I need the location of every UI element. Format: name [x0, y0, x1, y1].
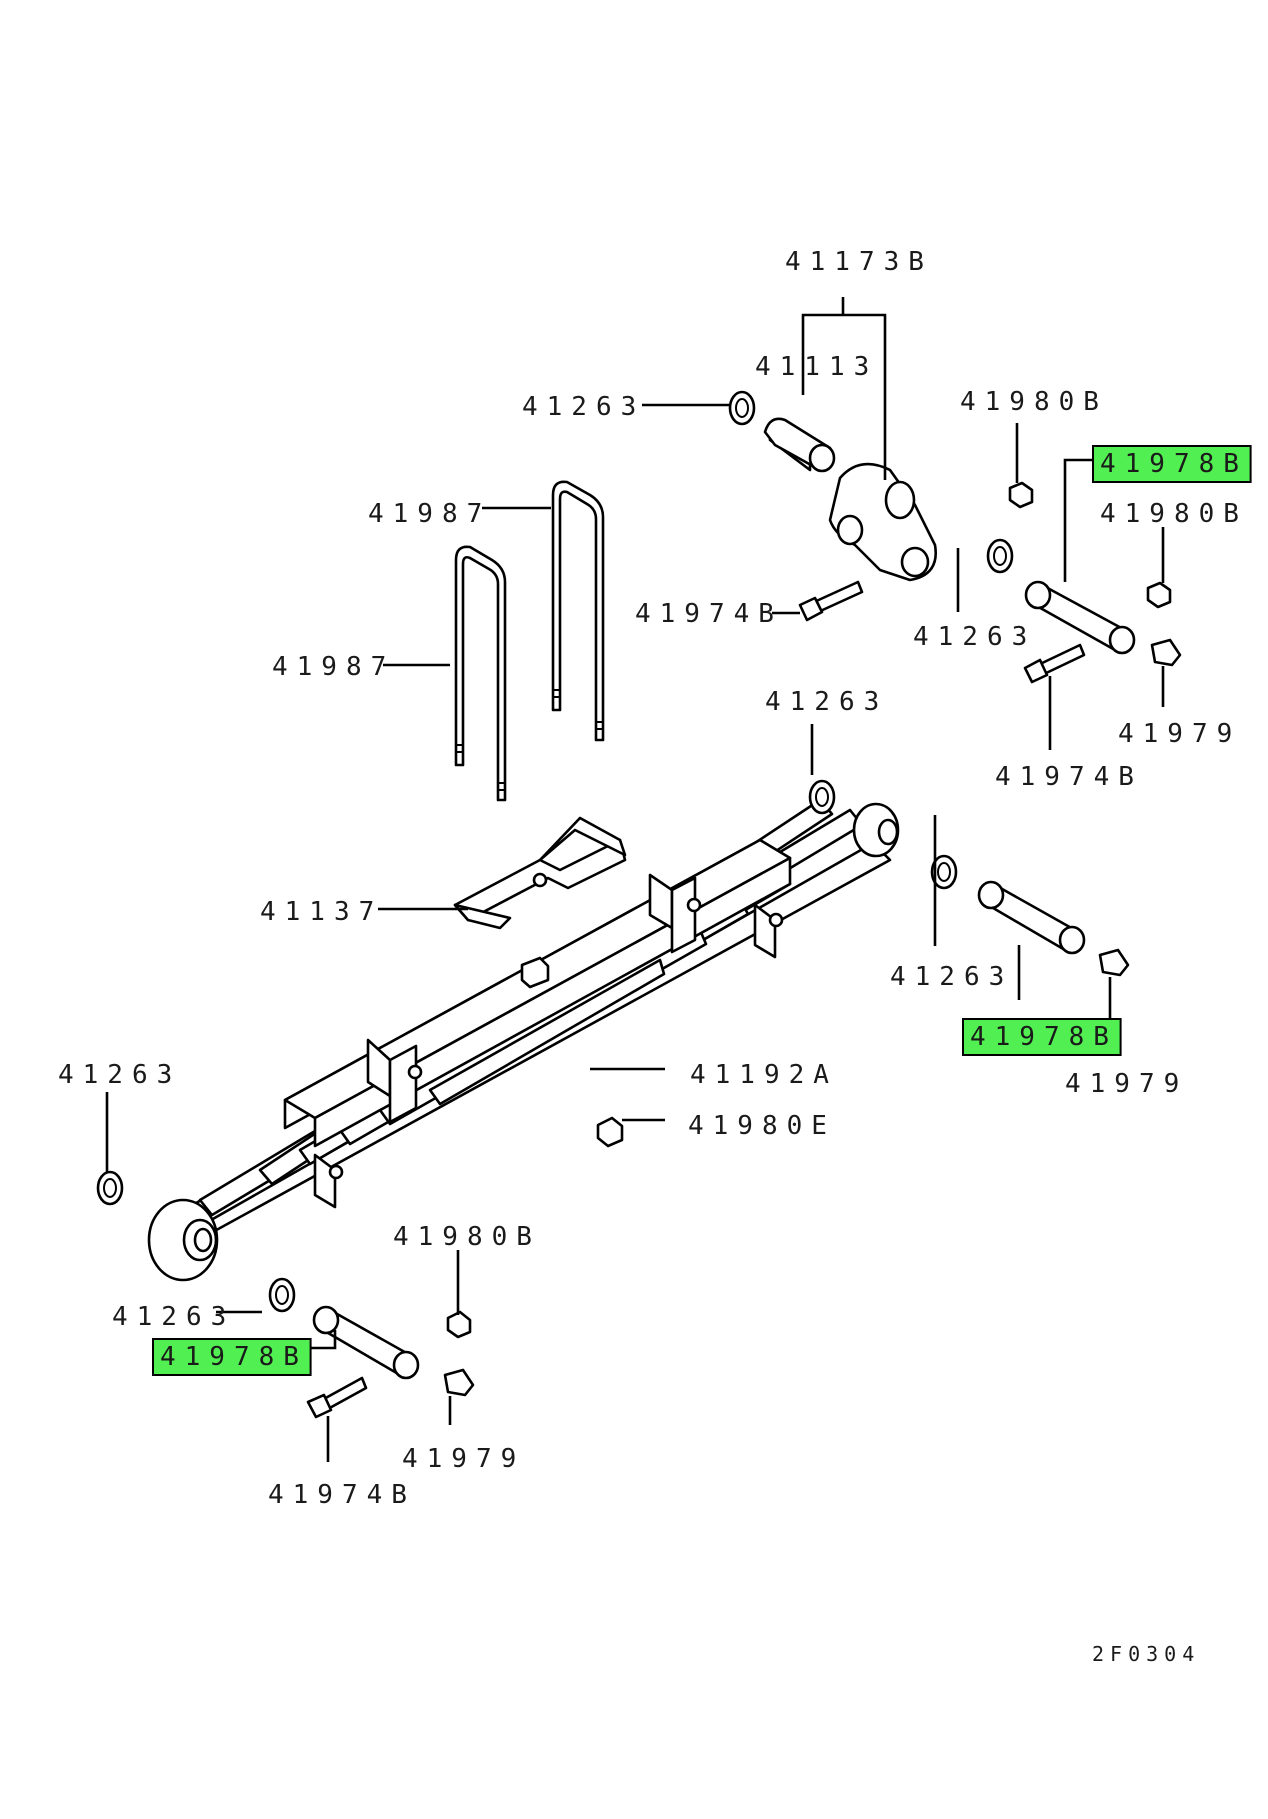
- washer-illustration: [808, 779, 836, 815]
- part-callout-41192a[interactable]: 41192A: [690, 1060, 838, 1090]
- part-number-label[interactable]: 41979: [1065, 1069, 1188, 1099]
- part-callout-41987[interactable]: 41987: [272, 652, 395, 682]
- part-number-label[interactable]: 41173B: [785, 247, 933, 277]
- part-callout-41263[interactable]: 41263: [112, 1302, 235, 1332]
- part-number-label[interactable]: 41979: [402, 1444, 525, 1474]
- part-callout-41137[interactable]: 41137: [260, 897, 383, 927]
- part-callout-41978b[interactable]: 41978B: [152, 1338, 312, 1376]
- leaf-spring-illustration: [147, 798, 900, 1282]
- part-number-label[interactable]: 41978B: [1100, 449, 1248, 479]
- diagram-code: 2F0304: [1092, 1642, 1200, 1666]
- part-number-label[interactable]: 41978B: [160, 1342, 308, 1372]
- washer-illustration: [993, 546, 1007, 566]
- part-number-label[interactable]: 41974B: [635, 599, 783, 629]
- part-number-label[interactable]: 41987: [368, 499, 491, 529]
- spring-pad-illustration: [453, 816, 627, 930]
- part-number-label[interactable]: 41113: [755, 352, 878, 382]
- grease-nipple-illustration: [1098, 948, 1130, 977]
- part-number-label[interactable]: 41980B: [960, 387, 1108, 417]
- nut-illustration: [1146, 581, 1172, 609]
- part-callout-41979[interactable]: 41979: [1065, 1069, 1188, 1099]
- washer-illustration: [103, 1178, 117, 1198]
- washer-illustration: [96, 1170, 124, 1206]
- shackle-pin-illustration: [1024, 580, 1136, 655]
- shackle-pin-illustration: [312, 1305, 420, 1380]
- part-callout-41978b[interactable]: 41978B: [1092, 445, 1252, 483]
- nut-illustration: [446, 1310, 472, 1339]
- u-bolt-right-illustration: [551, 480, 605, 742]
- part-callout-41979[interactable]: 41979: [1118, 719, 1241, 749]
- part-callout-41979[interactable]: 41979: [402, 1444, 525, 1474]
- part-number-label[interactable]: 41978B: [970, 1022, 1118, 1052]
- part-callout-41980b[interactable]: 41980B: [393, 1222, 541, 1252]
- washer-illustration: [815, 787, 829, 807]
- highlight-box: [1092, 445, 1252, 483]
- part-callout-41263[interactable]: 41263: [765, 687, 888, 717]
- highlight-box: [152, 1338, 312, 1376]
- part-callout-41263[interactable]: 41263: [890, 962, 1013, 992]
- part-number-label[interactable]: 41263: [913, 622, 1036, 652]
- part-number-label[interactable]: 41980B: [393, 1222, 541, 1252]
- part-number-label[interactable]: 41980B: [1100, 499, 1248, 529]
- part-callout-41263[interactable]: 41263: [58, 1060, 181, 1090]
- part-callout-41978b[interactable]: 41978B: [962, 1018, 1122, 1056]
- leader-lines: [105, 297, 1165, 1462]
- grease-nipple-illustration: [1150, 638, 1182, 667]
- part-number-label[interactable]: 41192A: [690, 1060, 838, 1090]
- part-callout-41113[interactable]: 41113: [755, 352, 878, 382]
- part-number-label[interactable]: 41137: [260, 897, 383, 927]
- grease-nipple-illustration: [443, 1368, 475, 1397]
- part-callout-41974b[interactable]: 41974B: [995, 762, 1143, 792]
- washer-illustration: [930, 854, 958, 890]
- part-callout-41173b[interactable]: 41173B: [785, 247, 933, 277]
- part-callout-41974b[interactable]: 41974B: [635, 599, 783, 629]
- part-number-label[interactable]: 41263: [765, 687, 888, 717]
- shackle-pin-illustration: [977, 880, 1086, 955]
- part-number-label[interactable]: 41980E: [688, 1111, 836, 1141]
- part-callout-41263[interactable]: 41263: [913, 622, 1036, 652]
- part-number-label[interactable]: 41974B: [268, 1480, 416, 1510]
- bolt-illustration: [1023, 643, 1086, 684]
- bolt-illustration: [306, 1376, 368, 1419]
- bushing-illustration: [763, 417, 836, 473]
- part-callout-41980e[interactable]: 41980E: [688, 1111, 836, 1141]
- part-callout-41987[interactable]: 41987: [368, 499, 491, 529]
- part-callout-41974b[interactable]: 41974B: [268, 1480, 416, 1510]
- washer-illustration: [937, 862, 951, 882]
- highlight-box: [962, 1018, 1122, 1056]
- nut-illustration: [596, 1116, 624, 1148]
- washer-illustration: [268, 1277, 296, 1313]
- washer-illustration: [735, 398, 749, 418]
- part-number-label[interactable]: 41987: [272, 652, 395, 682]
- u-bolt-left-illustration: [454, 545, 507, 802]
- part-number-label[interactable]: 41263: [58, 1060, 181, 1090]
- part-number-label[interactable]: 41974B: [995, 762, 1143, 792]
- washer-illustration: [986, 538, 1014, 574]
- part-callout-41263[interactable]: 41263: [522, 392, 645, 422]
- callouts: 41173B 41113 41263 41980B 41978B 41987 41980B 4…: [58, 247, 1252, 1510]
- part-callout-41980b[interactable]: 41980B: [1100, 499, 1248, 529]
- bolt-illustration: [798, 580, 864, 622]
- nut-illustration: [1008, 481, 1034, 509]
- washer-illustration: [275, 1285, 289, 1305]
- part-number-label[interactable]: 41263: [522, 392, 645, 422]
- shackle-illustration: [828, 462, 938, 582]
- part-callout-41980b[interactable]: 41980B: [960, 387, 1108, 417]
- part-number-label[interactable]: 41979: [1118, 719, 1241, 749]
- part-number-label[interactable]: 41263: [112, 1302, 235, 1332]
- washer-illustration: [728, 390, 756, 426]
- part-number-label[interactable]: 41263: [890, 962, 1013, 992]
